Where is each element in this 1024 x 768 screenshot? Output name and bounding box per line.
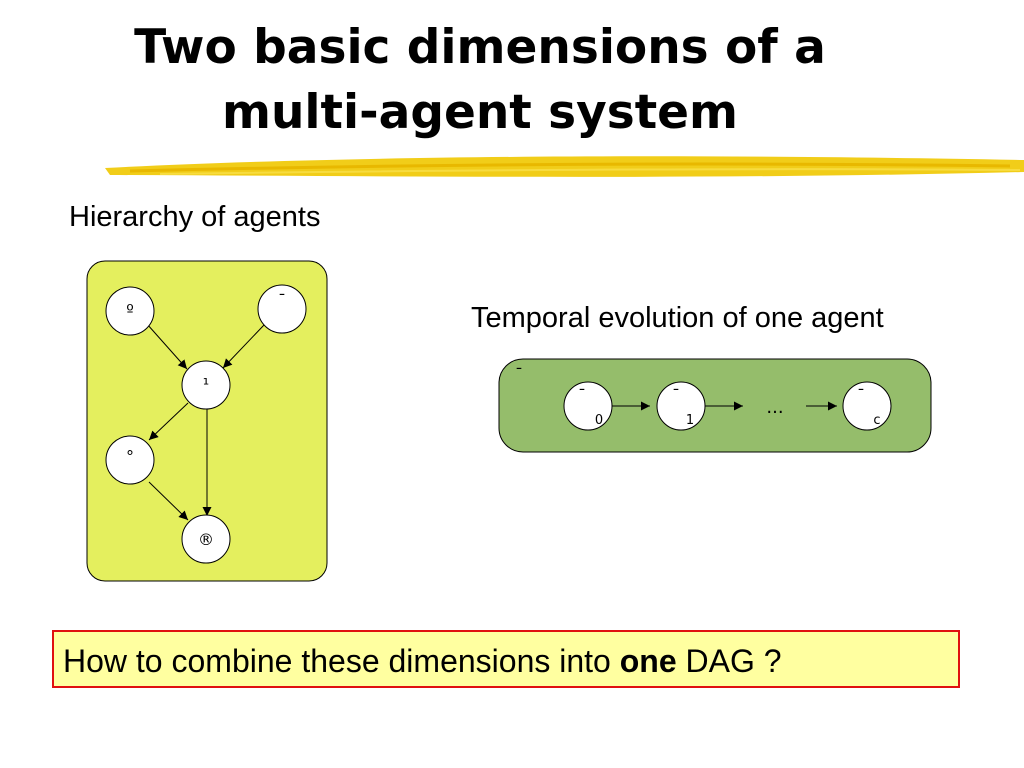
- hierarchy-node-top-left: º: [105, 286, 155, 336]
- edge-top-left-middle: [146, 323, 188, 370]
- temporal-node-1: ¯ 1: [656, 381, 706, 431]
- temporal-agent-symbol: ¯: [515, 365, 523, 384]
- svg-text:º: º: [126, 301, 134, 320]
- svg-text:1: 1: [686, 413, 694, 428]
- question-text-pre: How to combine these dimensions into: [63, 643, 620, 679]
- svg-text:¯: ¯: [578, 386, 586, 405]
- temporal-label: Temporal evolution of one agent: [471, 302, 884, 334]
- temporal-ellipsis: ...: [766, 397, 783, 418]
- slide-title-line-2: multi-agent system: [221, 85, 739, 140]
- svg-text:¯: ¯: [857, 386, 865, 405]
- question-text-post: DAG ?: [676, 643, 782, 679]
- hierarchy-node-bottom: ®: [181, 514, 231, 564]
- temporal-node-c: ¯ c: [842, 381, 892, 431]
- edge-lower-left-bottom: [148, 481, 189, 521]
- hierarchy-node-top-right: ¯: [257, 284, 307, 334]
- title-highlight-stroke: [105, 156, 1024, 177]
- question-text-bold: one: [619, 643, 677, 679]
- svg-text:®: ®: [198, 530, 214, 549]
- svg-text:c: c: [873, 413, 880, 428]
- hierarchy-node-lower-left: °: [105, 435, 155, 485]
- edge-middle-lower-left: [148, 402, 189, 441]
- svg-text:°: °: [126, 447, 134, 466]
- svg-text:0: 0: [595, 413, 603, 428]
- hierarchy-label: Hierarchy of agents: [69, 201, 321, 233]
- slide-title-line-1: Two basic dimensions of a: [134, 20, 826, 75]
- temporal-node-0: ¯ 0: [563, 381, 613, 431]
- hierarchy-node-middle: ¹: [181, 360, 231, 410]
- edge-top-right-middle: [222, 324, 265, 369]
- svg-text:¯: ¯: [278, 291, 286, 310]
- svg-text:¹: ¹: [203, 375, 209, 394]
- question-box: How to combine these dimensions into one…: [52, 630, 960, 688]
- svg-text:¯: ¯: [672, 386, 680, 405]
